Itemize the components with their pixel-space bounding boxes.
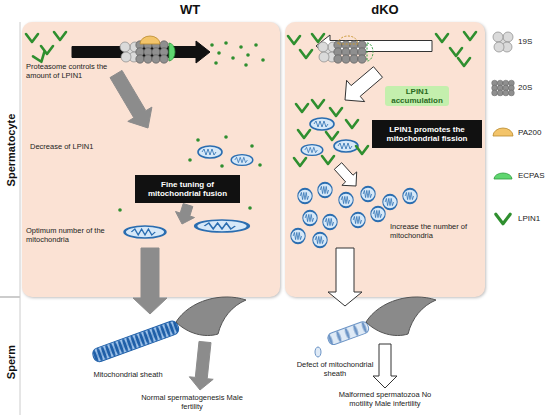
peptide-dots <box>214 61 218 65</box>
box-text: Fine tuning of mitochondrial fusion <box>135 180 240 199</box>
divider-line <box>20 22 21 415</box>
process-box: LPIN1 promotes the mitochondrial fission <box>372 120 482 148</box>
fragmented-mitochondria <box>361 187 375 201</box>
peptide-dots <box>261 58 265 62</box>
legend-label: LPIN1 <box>518 214 550 224</box>
peptide-dots <box>239 45 243 49</box>
legend-icons <box>493 32 513 52</box>
flow-arrow <box>189 341 213 390</box>
legend-label: ECPAS <box>518 171 550 181</box>
note-text: Optimum number of the mitochondria <box>26 226 118 244</box>
stage-label: Sperm <box>4 322 18 402</box>
mitochondria <box>198 146 222 158</box>
proteasome-deficient <box>318 36 373 63</box>
sperm-normal <box>91 297 246 363</box>
divider-line <box>0 297 20 298</box>
legend-label: 20S <box>518 83 550 93</box>
mitochondria <box>125 226 166 238</box>
fragmented-mitochondria <box>298 189 312 203</box>
peptide-dots <box>188 158 192 162</box>
sperm-defective <box>326 320 370 346</box>
panel-heading: dKO <box>362 2 408 18</box>
lpin1-cluster <box>310 118 334 130</box>
legend-icons <box>494 173 512 179</box>
fragmented-mitochondria <box>351 213 365 227</box>
structure-label: Mitochondrial sheath <box>86 370 170 379</box>
box-text: LPIN1 promotes the mitochondrial fission <box>372 125 482 144</box>
peptide-dots <box>244 63 248 67</box>
peptide-dots <box>196 138 200 142</box>
highlight-text: LPIN1 accumulation <box>385 86 449 106</box>
peptide-dots <box>248 206 252 210</box>
legend-icons <box>493 128 513 136</box>
outcome-text: Malformed spermatozoa No motility Male i… <box>335 390 435 408</box>
legend-label: PA200 <box>518 128 550 138</box>
sperm-normal <box>91 319 180 363</box>
fragmented-mitochondria <box>303 211 317 225</box>
fragmented-mitochondria <box>383 195 397 209</box>
fragmented-mitochondria <box>291 229 305 243</box>
process-box: Fine tuning of mitochondrial fusion <box>135 175 240 203</box>
stage-label: Spermatocyte <box>4 75 18 225</box>
legend-icons <box>492 80 515 96</box>
sperm-normal <box>91 319 180 363</box>
sperm-defective <box>326 320 370 346</box>
peptide-dots <box>224 135 228 139</box>
sperm-defective <box>315 347 321 357</box>
legend-icons <box>492 80 515 96</box>
mitochondria <box>196 220 249 232</box>
note-text: Decrease of LPIN1 <box>30 142 120 151</box>
condition-panel: dKOLPIN1 accumulationIncrease the number… <box>285 22 485 297</box>
outcome-text: Normal spermatogenesis Male fertility <box>140 393 244 411</box>
peptide-dots <box>220 164 224 168</box>
fragmented-mitochondria <box>323 215 337 229</box>
note-text: Proteasome controls the amount of LPIN1 <box>26 62 116 80</box>
lpin1-cluster <box>301 145 323 156</box>
peptide-dots <box>246 53 250 57</box>
legend-icons <box>492 32 515 224</box>
peptide-dots <box>224 41 228 45</box>
fragmented-mitochondria <box>371 207 385 221</box>
peptide-dots <box>258 163 262 167</box>
peptide-dots <box>250 144 254 148</box>
fragmented-mitochondria <box>403 189 417 203</box>
fragmented-mitochondria <box>318 183 332 197</box>
peptide-dots <box>231 56 235 60</box>
legend-label: 19S <box>518 37 550 47</box>
peptide-dots <box>210 43 214 47</box>
note-text: Increase the number of mitochondria <box>390 222 480 240</box>
legend-icons <box>496 214 510 224</box>
sperm-normal <box>176 297 246 336</box>
lpin1-cluster <box>334 140 358 152</box>
sperm-defective <box>315 297 436 357</box>
fragmented-mitochondria <box>339 193 353 207</box>
peptide-dots <box>118 208 122 212</box>
legend-icons <box>496 214 510 224</box>
fragmented-mitochondria <box>313 233 327 247</box>
structure-label: Defect of mitochondrial sheath <box>294 360 376 378</box>
flow-arrow <box>373 344 397 388</box>
peptide-dots <box>217 51 221 55</box>
mitochondria <box>231 155 253 166</box>
sperm-defective <box>366 297 436 336</box>
panel-heading: WT <box>170 2 210 18</box>
peptide-dots <box>254 43 258 47</box>
